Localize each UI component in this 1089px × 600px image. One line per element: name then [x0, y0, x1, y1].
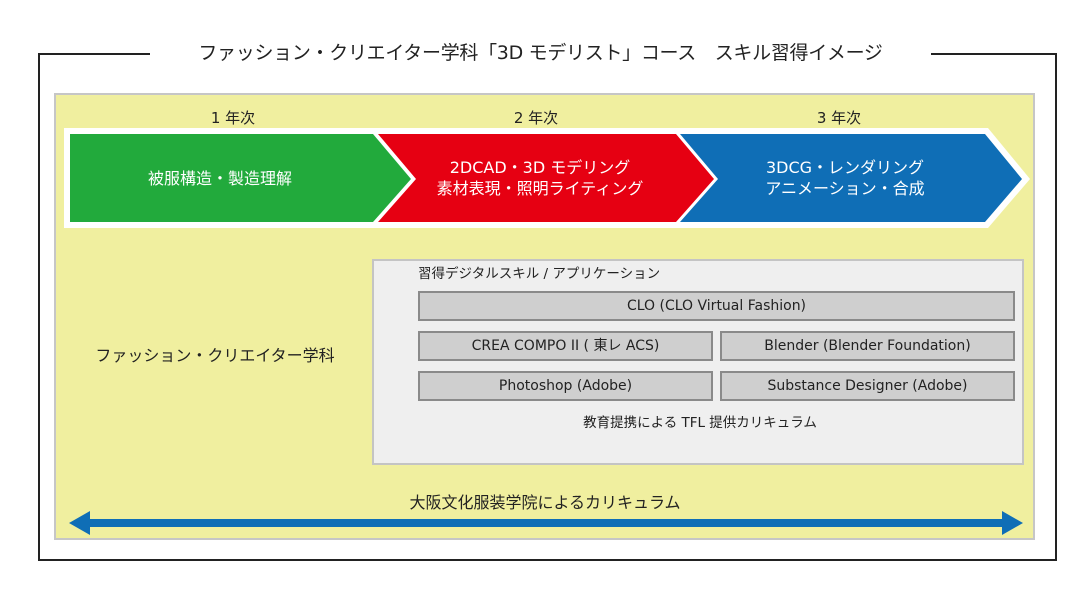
stage-line: 3DCG・レンダリング: [765, 158, 925, 177]
stage-arrow-year2: [378, 134, 714, 222]
outer-frame: [38, 53, 1057, 561]
app-item-crea-compo: CREA COMPO II ( 東レ ACS): [418, 331, 713, 361]
bunka-double-arrow: [69, 511, 1023, 535]
frame-top-line-right: [931, 53, 1055, 55]
stage-text-year3: 3DCG・レンダリング アニメーション・合成: [700, 157, 990, 199]
diagram-title: ファッション・クリエイター学科「3D モデリスト」コース スキル習得イメージ: [198, 42, 883, 64]
stage-line: 被服構造・製造理解: [147, 169, 292, 188]
stage-arrow-year3: [680, 134, 1022, 222]
department-label: ファッション・クリエイター学科: [95, 346, 335, 365]
stage-line: 2DCAD・3D モデリング: [449, 158, 631, 177]
app-item-substance-designer: Substance Designer (Adobe): [720, 371, 1015, 401]
stage-line: 素材表現・照明ライティング: [436, 179, 644, 198]
tfl-curriculum-label: 教育提携による TFL 提供カリキュラム: [583, 415, 817, 431]
year-label-2: 2 年次: [513, 109, 559, 127]
stage-arrow-year1: [70, 134, 411, 222]
app-item-clo: CLO (CLO Virtual Fashion): [418, 291, 1015, 321]
frame-top-line-left: [38, 53, 150, 55]
year-label-1: 1 年次: [210, 109, 256, 127]
app-item-blender: Blender (Blender Foundation): [720, 331, 1015, 361]
apps-box: [372, 259, 1024, 465]
stage-line: アニメーション・合成: [765, 179, 925, 198]
apps-title: 習得デジタルスキル / アプリケーション: [418, 266, 661, 282]
stage-text-year1: 被服構造・製造理解: [70, 168, 370, 189]
stage-text-year2: 2DCAD・3D モデリング 素材表現・照明ライティング: [395, 157, 685, 199]
year-label-3: 3 年次: [816, 109, 862, 127]
bunka-curriculum-label: 大阪文化服装学院によるカリキュラム: [409, 493, 681, 512]
app-item-photoshop: Photoshop (Adobe): [418, 371, 713, 401]
